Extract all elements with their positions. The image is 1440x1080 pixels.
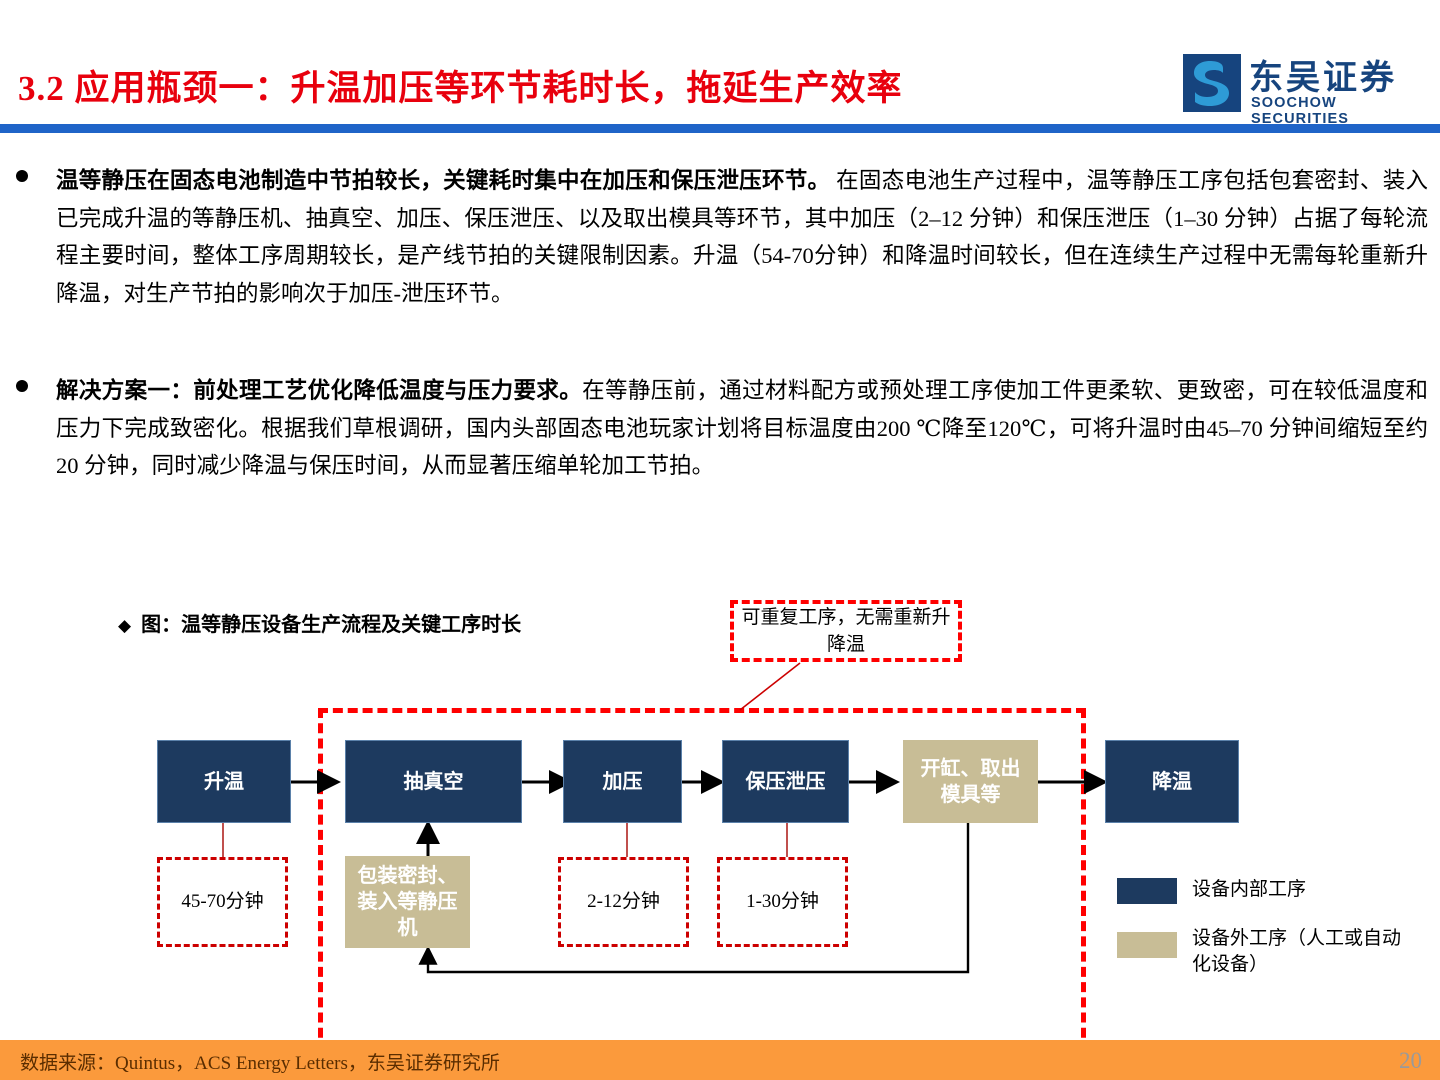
process-flow-diagram: 可重复工序，无需重新升降温 升温 抽真空 加压 保压泄压 开缸、取出模具等 降温… [0, 560, 1440, 1053]
bullet-dot-icon [16, 170, 28, 182]
duration-connector-heat [222, 823, 224, 857]
soochow-logo-icon [1183, 54, 1241, 112]
bullet-paragraph-2: 解决方案一：前处理工艺优化降低温度与压力要求。在等静压前，通过材料配方或预处理工… [16, 372, 1428, 485]
brand-logo: 东吴证券 SOOCHOW SECURITIES [1183, 52, 1398, 127]
flow-node-unload[interactable]: 开缸、取出模具等 [903, 740, 1038, 823]
flow-node-cool[interactable]: 降温 [1105, 740, 1239, 823]
bullet-1-body: 在固态电池生产过程中，温等静压工序包括包套密封、装入已完成升温的等静压机、抽真空… [56, 168, 1428, 306]
slide-footer: 数据来源：Quintus，ACS Energy Letters，东吴证券研究所 … [0, 1040, 1440, 1080]
bullet-1-lead: 温等静压在固态电池制造中节拍较长，关键耗时集中在加压和保压泄压环节。 [56, 168, 831, 193]
flow-node-press[interactable]: 加压 [563, 740, 682, 823]
legend-label-internal: 设备内部工序 [1192, 879, 1307, 900]
duration-box-press: 2-12分钟 [558, 857, 689, 947]
flow-node-vacuum[interactable]: 抽真空 [345, 740, 522, 823]
bullet-2-lead: 解决方案一：前处理工艺优化降低温度与压力要求。 [56, 378, 583, 403]
bullet-paragraph-1: 温等静压在固态电池制造中节拍较长，关键耗时集中在加压和保压泄压环节。 在固态电池… [16, 162, 1428, 312]
duration-connector-press [626, 823, 628, 857]
header-divider [0, 124, 1440, 133]
flow-node-hold[interactable]: 保压泄压 [722, 740, 849, 823]
logo-text-cn: 东吴证券 [1249, 59, 1397, 97]
page-title: 3.2 应用瓶颈一：升温加压等环节耗时长，拖延生产效率 [18, 69, 903, 108]
figure-caption-text: 图：温等静压设备生产流程及关键工序时长 [141, 614, 522, 636]
duration-connector-hold [786, 823, 788, 857]
figure-caption: ◆ 图：温等静压设备生产流程及关键工序时长 [118, 608, 521, 637]
callout-note: 可重复工序，无需重新升降温 [730, 600, 962, 662]
duration-box-heat: 45-70分钟 [157, 857, 288, 947]
legend-label-external: 设备外工序（人工或自动化设备） [1192, 928, 1402, 975]
diamond-bullet-icon: ◆ [118, 616, 132, 635]
flow-node-pack[interactable]: 包装密封、装入等静压机 [345, 856, 470, 948]
connector-lines [291, 662, 1108, 974]
legend-swatch-external [1117, 932, 1177, 958]
slide-header: 3.2 应用瓶颈一：升温加压等环节耗时长，拖延生产效率 东吴证券 SOOCHOW… [0, 0, 1440, 133]
bullet-2-body: 在等静压前，通过材料配方或预处理工序使加工件更柔软、更致密，可在较低温度和压力下… [56, 378, 1428, 478]
duration-box-hold: 1-30分钟 [717, 857, 848, 947]
flow-node-heat[interactable]: 升温 [157, 740, 291, 823]
logo-text-en: SOOCHOW SECURITIES [1251, 95, 1350, 127]
legend-swatch-internal [1117, 878, 1177, 904]
page-number: 20 [1399, 1048, 1422, 1073]
source-note: 数据来源：Quintus，ACS Energy Letters，东吴证券研究所 [20, 1053, 500, 1074]
bullet-dot-icon [16, 380, 28, 392]
